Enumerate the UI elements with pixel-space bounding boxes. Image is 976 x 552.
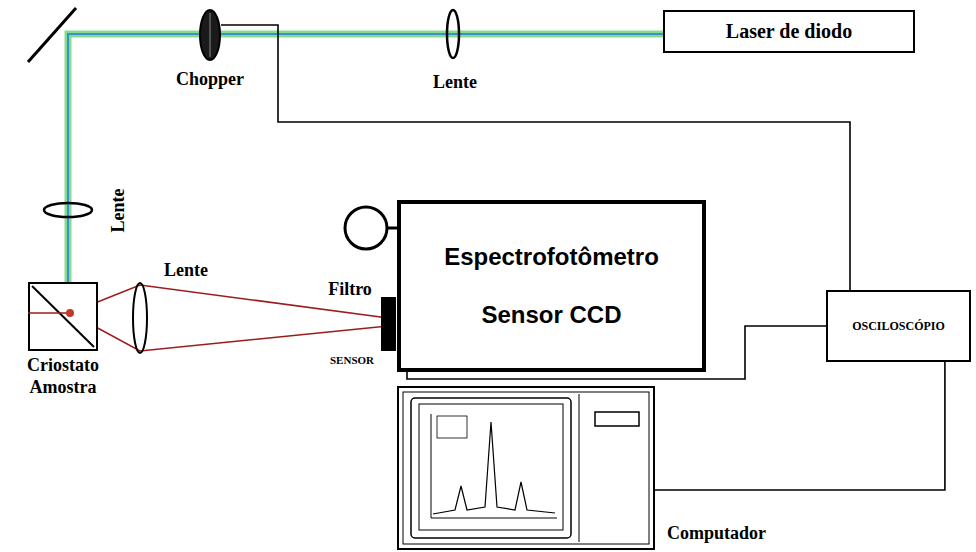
oscilloscope-box: OSCILOSCÓPIO (826, 290, 971, 362)
chopper-blade (200, 10, 220, 60)
filter-sensor (381, 297, 396, 351)
signal-wire (221, 25, 850, 290)
filter-label: Filtro (328, 279, 372, 300)
lens-vertical (44, 203, 92, 217)
drive-slot (595, 412, 639, 426)
spectrometer-knob (345, 207, 387, 249)
monitor-screen (419, 404, 563, 530)
node-label: Laser de diodo (726, 20, 852, 43)
plot-legend-box (437, 416, 467, 438)
cryostat-sample: Criostato Amostra (28, 282, 98, 351)
monitor-bezel (411, 398, 571, 538)
cryostat-body (29, 283, 97, 350)
chopper-shape (199, 9, 221, 61)
node-label: Espectrofotômetro (444, 243, 659, 271)
lens-label: Lente (164, 260, 208, 281)
sensor-label: SENSOR (330, 354, 374, 366)
node-heading: Criostato Amostra (7, 355, 119, 398)
lens-label: Lente (433, 72, 477, 93)
plot-axes (431, 414, 557, 518)
lens-label: Lente (108, 188, 129, 232)
spectrum-curve (433, 422, 555, 514)
chopper-slot (209, 13, 211, 57)
signal-wire (655, 362, 945, 490)
mirror (28, 8, 76, 62)
computer-inner-frame (403, 392, 649, 544)
computer: Computador (397, 386, 655, 550)
sample-plate (32, 286, 94, 347)
computer-frame (398, 387, 654, 549)
node-heading: Chopper (176, 69, 244, 90)
laser-box: Laser de diodo (663, 10, 915, 53)
lens-top (447, 10, 459, 58)
tower-divider (579, 394, 580, 542)
cryostat-shape (28, 282, 98, 351)
spectrometer-box: EspectrofotômetroSensor CCD (397, 200, 706, 372)
ray-lower (70, 313, 388, 351)
chopper-disc: Chopper (199, 9, 221, 61)
lens-collect (133, 283, 147, 353)
computer-drawing (397, 386, 655, 550)
node-label: OSCILOSCÓPIO (852, 319, 945, 334)
emission-start (28, 312, 68, 313)
node-label: Sensor CCD (481, 301, 621, 329)
node-heading: Computador (667, 523, 766, 544)
laser-spot (66, 309, 74, 317)
